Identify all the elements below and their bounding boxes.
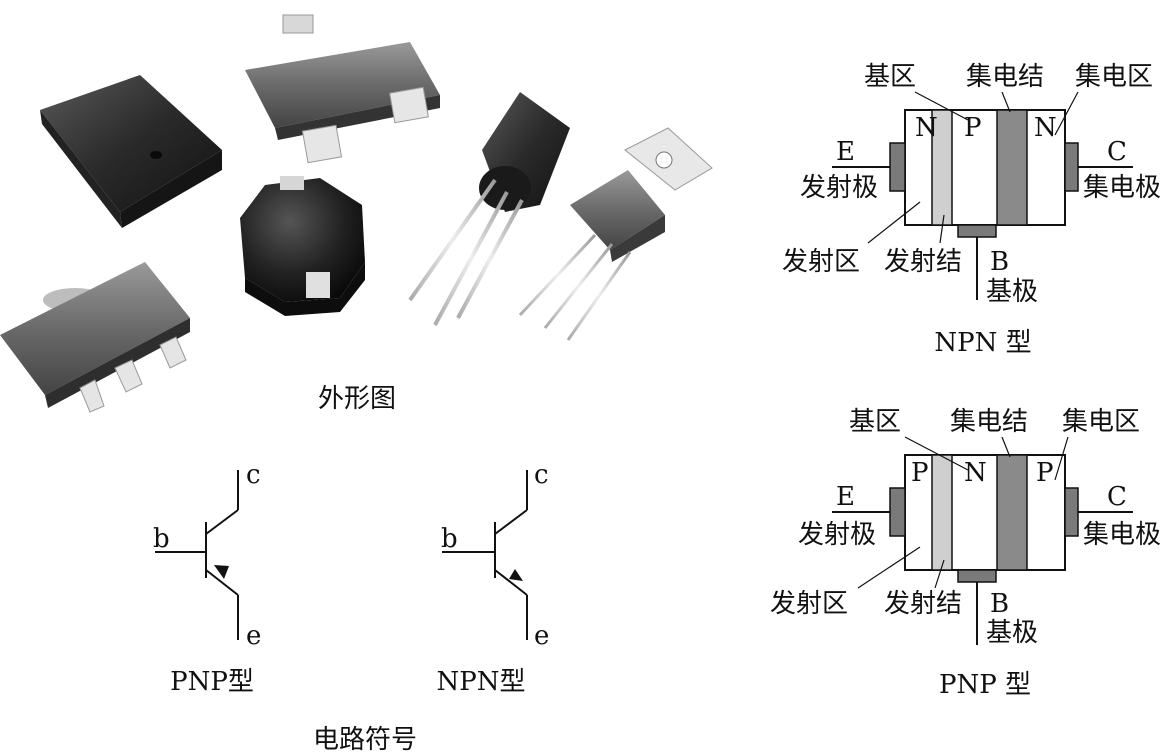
npn-base-region-label: 基区	[864, 62, 916, 92]
npn-c-letter: C	[1107, 137, 1127, 167]
pnp-layer-left: P	[911, 458, 929, 488]
pnp-layer-mid: N	[964, 458, 987, 488]
sot223-package	[0, 262, 190, 413]
npn-base-pole-label: 基极	[986, 277, 1038, 307]
smd-square-package	[40, 75, 222, 228]
pnp-e-letter: E	[836, 482, 855, 512]
npn-emitter-region-label: 发射区	[782, 247, 860, 277]
npn-b-label: b	[441, 524, 458, 554]
pnp-symbol	[155, 470, 239, 640]
npn-layer-left: N	[915, 113, 938, 143]
pnp-layer-right: P	[1036, 458, 1054, 488]
pnp-emitter-arrow	[214, 565, 229, 579]
npn-structure-caption: NPN 型	[934, 328, 1031, 358]
pnp-collector-junction-label: 集电结	[950, 407, 1028, 437]
npn-e-letter: E	[836, 137, 855, 167]
npn-emitter-arrow	[509, 569, 523, 581]
sot23-package	[245, 14, 440, 164]
pnp-structure-caption: PNP 型	[939, 670, 1031, 700]
pnp-structure	[832, 436, 1133, 645]
pnp-collector-region-label: 集电区	[1062, 407, 1140, 437]
pnp-e-label: e	[246, 621, 261, 651]
npn-emitter-pole-label: 发射极	[800, 173, 878, 203]
npn-collector-region-label: 集电区	[1075, 62, 1153, 92]
npn-layer-mid: P	[964, 113, 982, 143]
npn-layer-right: N	[1034, 113, 1057, 143]
symbols-caption: 电路符号	[313, 725, 417, 755]
pnp-symbol-caption: PNP型	[170, 667, 254, 697]
pnp-b-label: b	[153, 524, 170, 554]
npn-emitter-junction-label: 发射结	[884, 247, 962, 277]
npn-collector-pole-label: 集电极	[1083, 173, 1161, 203]
npn-e-label: e	[534, 621, 549, 651]
to220-package	[518, 127, 713, 341]
npn-c-label: c	[534, 460, 549, 490]
package-photos	[0, 14, 713, 413]
npn-collector-junction-label: 集电结	[966, 62, 1044, 92]
pnp-collector-pole-label: 集电极	[1083, 520, 1161, 550]
pnp-base-region-label: 基区	[849, 407, 901, 437]
npn-structure	[832, 91, 1133, 300]
pnp-emitter-pole-label: 发射极	[798, 520, 876, 550]
to92-package	[408, 92, 570, 326]
npn-b-letter: B	[990, 247, 1009, 277]
pnp-c-letter: C	[1107, 482, 1127, 512]
pnp-emitter-junction-label: 发射结	[884, 589, 962, 619]
round-smd-package	[240, 176, 365, 316]
pnp-base-pole-label: 基极	[986, 618, 1038, 648]
pnp-emitter-region-label: 发射区	[770, 589, 848, 619]
pnp-b-letter: B	[990, 589, 1009, 619]
npn-symbol	[442, 470, 528, 640]
npn-symbol-caption: NPN型	[437, 667, 526, 697]
pnp-c-label: c	[246, 460, 261, 490]
photo-caption: 外形图	[318, 384, 396, 414]
